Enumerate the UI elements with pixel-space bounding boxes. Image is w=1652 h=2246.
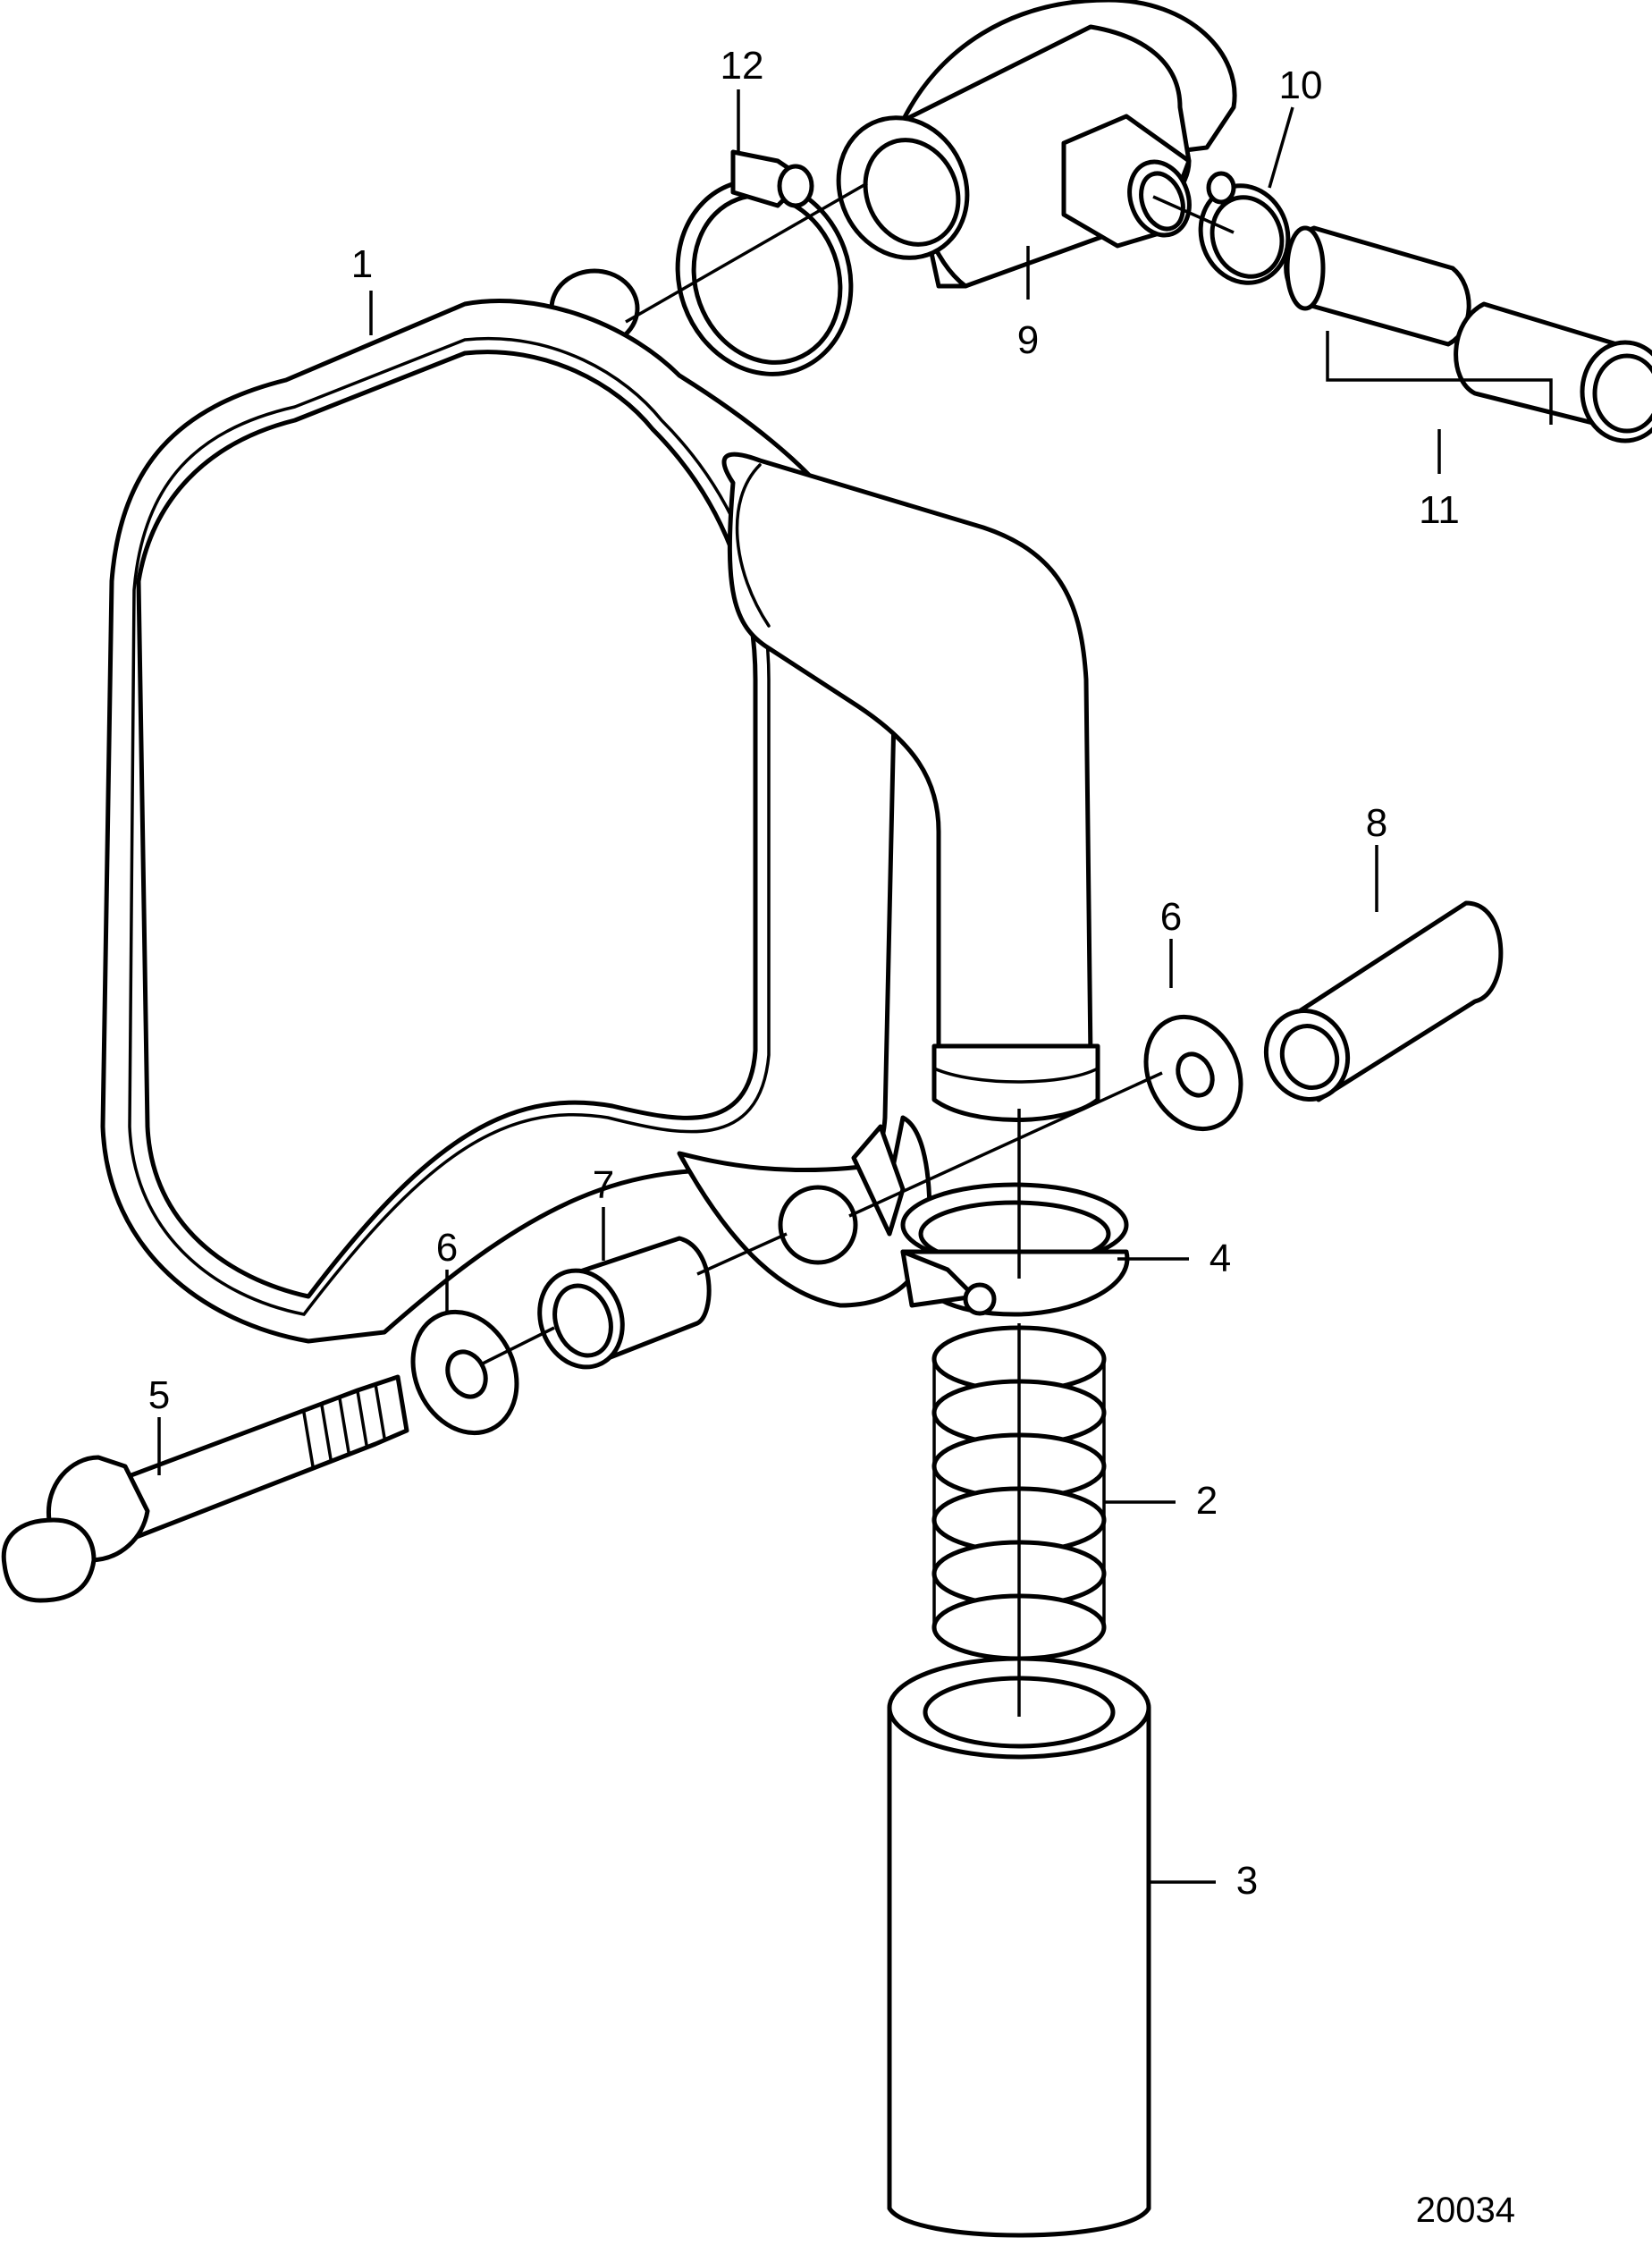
housing-part-1 bbox=[100, 268, 1100, 1344]
callout-11: 11 bbox=[1419, 488, 1460, 532]
callout-7: 7 bbox=[593, 1163, 614, 1207]
assembly-lines bbox=[482, 182, 1235, 1717]
callout-9: 9 bbox=[1017, 318, 1039, 362]
callout-6-right: 6 bbox=[1160, 895, 1182, 939]
callout-5: 5 bbox=[148, 1373, 170, 1417]
callout-8: 8 bbox=[1366, 801, 1387, 845]
leader-lines bbox=[157, 89, 1553, 1884]
bushing-part-7 bbox=[537, 1236, 712, 1370]
sleeve-part-8 bbox=[1263, 900, 1504, 1102]
bolt-part-5 bbox=[1, 1374, 409, 1603]
tee-fitting-part-9 bbox=[836, 0, 1237, 289]
small-clamp-part-10 bbox=[1198, 171, 1291, 285]
hoses-part-11 bbox=[1284, 225, 1652, 443]
callout-6-left: 6 bbox=[436, 1226, 458, 1270]
hose-clamp-part-12 bbox=[675, 149, 854, 376]
callout-10: 10 bbox=[1279, 63, 1323, 107]
callout-3: 3 bbox=[1236, 1859, 1258, 1903]
callout-2: 2 bbox=[1196, 1479, 1218, 1523]
filter-part-3 bbox=[887, 1656, 1151, 2238]
callout-12: 12 bbox=[721, 44, 764, 88]
clamp-part-4 bbox=[900, 1182, 1130, 1317]
washer-part-6-right bbox=[1143, 1014, 1243, 1132]
figure-number: 20034 bbox=[1416, 2191, 1515, 2230]
washer-part-6-left bbox=[410, 1309, 519, 1436]
spring-part-2 bbox=[931, 1325, 1107, 1661]
callout-1: 1 bbox=[351, 242, 373, 286]
callout-4: 4 bbox=[1210, 1237, 1231, 1280]
callout-labels: 1 2 3 4 5 6 6 7 8 9 10 11 12 bbox=[148, 44, 1460, 1903]
